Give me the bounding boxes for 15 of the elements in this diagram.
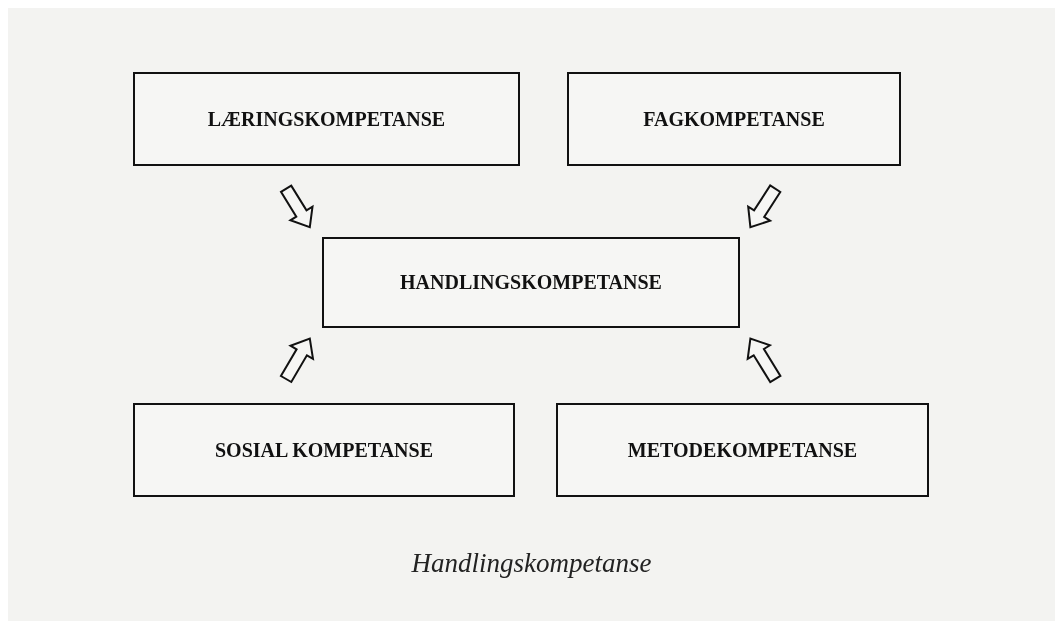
concept-box — [133, 72, 520, 166]
concept-label: SOSIAL KOMPETANSE — [215, 438, 433, 462]
concept-box — [133, 403, 515, 497]
block-arrow — [747, 184, 782, 229]
concept-box — [322, 237, 740, 328]
block-arrow — [279, 337, 315, 384]
concept-label: FAGKOMPETANSE — [643, 107, 825, 131]
concept-label: LÆRINGSKOMPETANSE — [207, 107, 446, 131]
caption: Handlingskompetanse — [411, 548, 652, 579]
concept-box — [556, 403, 929, 497]
concept-label: HANDLINGSKOMPETANSE — [400, 271, 662, 294]
block-arrow — [279, 184, 314, 229]
block-arrow — [746, 337, 782, 384]
concept-box — [567, 72, 901, 166]
concept-label: METODEKOMPETANSE — [627, 438, 858, 462]
